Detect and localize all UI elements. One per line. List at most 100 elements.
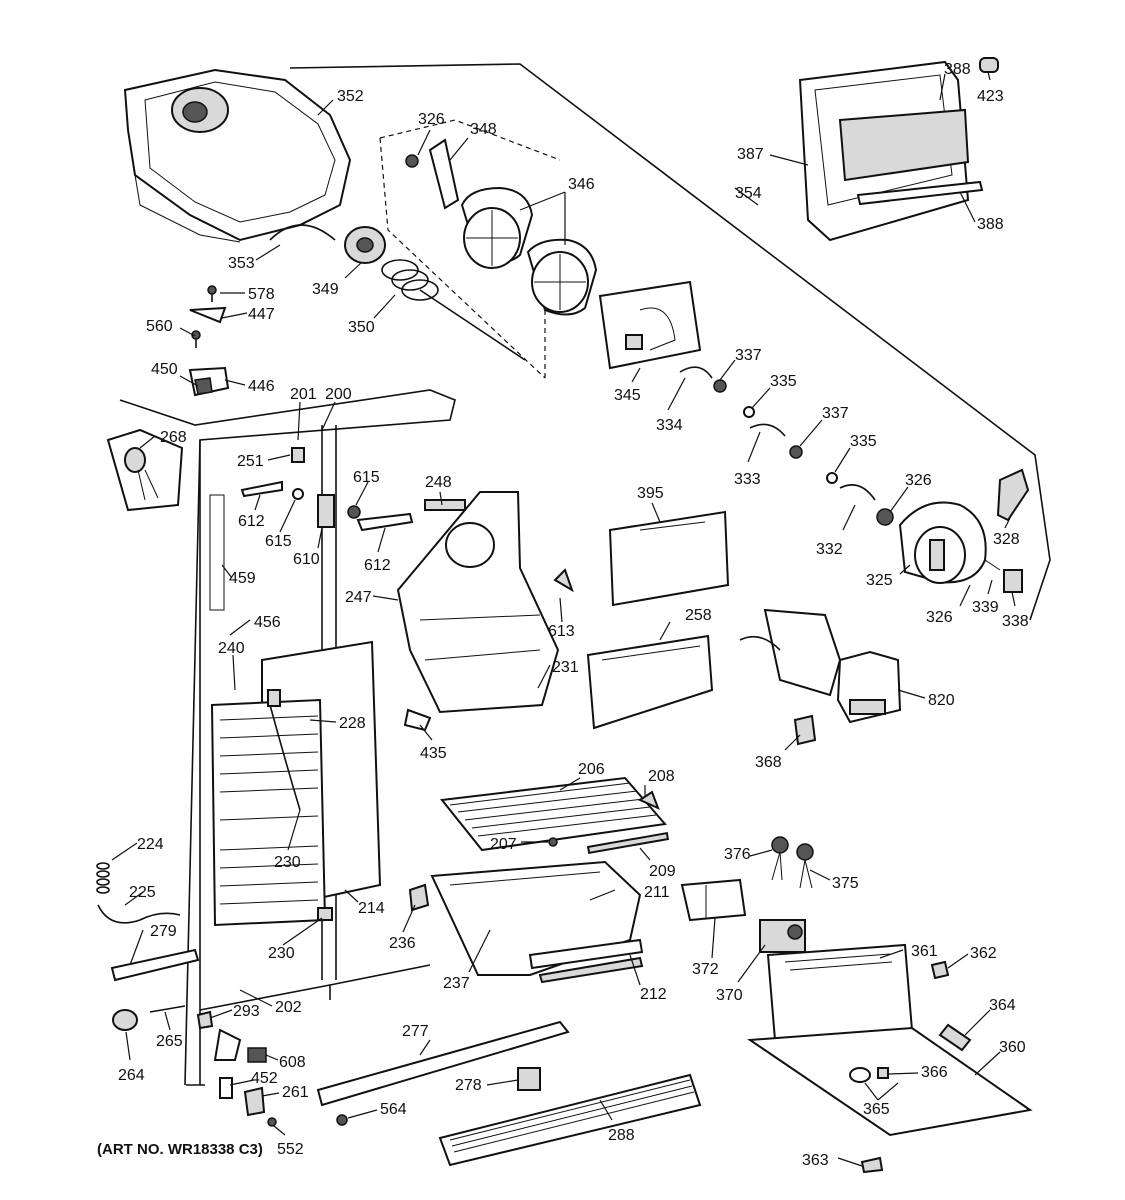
frame-hardware (240, 447, 414, 532)
relay-370 (759, 919, 806, 953)
label-258: 258 (685, 607, 712, 624)
label-612-b: 612 (364, 557, 391, 574)
part-labels: 352 326 348 346 353 349 350 578 447 560 … (118, 61, 1029, 1169)
label-370: 370 (716, 987, 743, 1004)
drain-parts (96, 862, 200, 982)
mounting-plate (598, 280, 702, 370)
label-446: 446 (248, 378, 275, 395)
label-338: 338 (1002, 613, 1029, 630)
dispenser-motor (876, 468, 1030, 593)
label-293: 293 (233, 1003, 260, 1020)
label-206: 206 (578, 761, 605, 778)
label-372: 372 (692, 961, 719, 978)
label-820: 820 (928, 692, 955, 709)
label-264: 264 (118, 1067, 145, 1084)
label-552: 552 (277, 1141, 304, 1158)
label-365: 365 (863, 1101, 890, 1118)
label-240: 240 (218, 640, 245, 657)
label-363: 363 (802, 1152, 829, 1169)
label-613: 613 (548, 623, 575, 640)
label-339: 339 (972, 599, 999, 616)
label-435: 435 (420, 745, 447, 762)
label-354: 354 (735, 185, 762, 202)
label-452: 452 (251, 1070, 278, 1087)
label-376: 376 (724, 846, 751, 863)
label-230-b: 230 (268, 945, 295, 962)
label-395: 395 (637, 485, 664, 502)
label-350: 350 (348, 319, 375, 336)
label-328: 328 (993, 531, 1020, 548)
evaporator-cover (396, 491, 574, 732)
label-615: 615 (353, 469, 380, 486)
label-237: 237 (443, 975, 470, 992)
label-247: 247 (345, 589, 372, 606)
label-212: 212 (640, 986, 667, 1003)
label-349: 349 (312, 281, 339, 298)
label-208: 208 (648, 768, 675, 785)
label-375: 375 (832, 875, 859, 892)
drawer (317, 860, 644, 984)
label-337-b: 337 (822, 405, 849, 422)
label-361: 361 (911, 943, 938, 960)
ice-maker (739, 608, 902, 746)
label-612: 612 (238, 513, 265, 530)
label-279: 279 (150, 923, 177, 940)
label-265: 265 (156, 1033, 183, 1050)
label-459: 459 (229, 570, 256, 587)
label-334: 334 (656, 417, 683, 434)
label-335-b: 335 (850, 433, 877, 450)
label-352: 352 (337, 88, 364, 105)
label-209: 209 (649, 863, 676, 880)
label-333: 333 (734, 471, 761, 488)
label-388: 388 (944, 61, 971, 78)
label-387: 387 (737, 146, 764, 163)
label-207: 207 (490, 836, 517, 853)
leader-lines (111, 71, 1016, 1167)
label-214: 214 (358, 900, 385, 917)
label-450: 450 (151, 361, 178, 378)
label-211: 211 (644, 884, 670, 901)
label-610: 610 (293, 551, 320, 568)
label-228: 228 (339, 715, 366, 732)
wire-harness (771, 836, 814, 889)
hinge-hardware (188, 285, 230, 397)
label-248: 248 (425, 474, 452, 491)
label-251: 251 (237, 453, 264, 470)
label-368: 368 (755, 754, 782, 771)
compressor-cover (680, 878, 747, 922)
label-332: 332 (816, 541, 843, 558)
panel-258 (586, 634, 714, 730)
label-335: 335 (770, 373, 797, 390)
crusher-drums (460, 186, 598, 316)
label-225: 225 (129, 884, 156, 901)
section-outline (289, 63, 1051, 621)
label-278: 278 (455, 1077, 482, 1094)
label-325: 325 (866, 572, 893, 589)
label-560: 560 (146, 318, 173, 335)
label-615-b: 615 (265, 533, 292, 550)
label-201: 201 (290, 386, 317, 403)
label-230: 230 (274, 854, 301, 871)
label-360: 360 (999, 1039, 1026, 1056)
label-348: 348 (470, 121, 497, 138)
label-362: 362 (970, 945, 997, 962)
label-202: 202 (275, 999, 302, 1016)
label-608: 608 (279, 1054, 306, 1071)
label-447: 447 (248, 306, 275, 323)
evaporator (210, 640, 382, 927)
label-268: 268 (160, 429, 187, 446)
auger-parts (344, 138, 526, 361)
label-326-c: 326 (926, 609, 953, 626)
label-366: 366 (921, 1064, 948, 1081)
cam-and-springs (679, 366, 876, 501)
ice-bucket-part (123, 68, 352, 243)
light-socket (106, 428, 184, 512)
label-337: 337 (735, 347, 762, 364)
label-326-b: 326 (905, 472, 932, 489)
label-388-b: 388 (977, 216, 1004, 233)
label-231: 231 (552, 659, 579, 676)
label-224: 224 (137, 836, 164, 853)
label-564: 564 (380, 1101, 407, 1118)
shelf (440, 776, 670, 855)
